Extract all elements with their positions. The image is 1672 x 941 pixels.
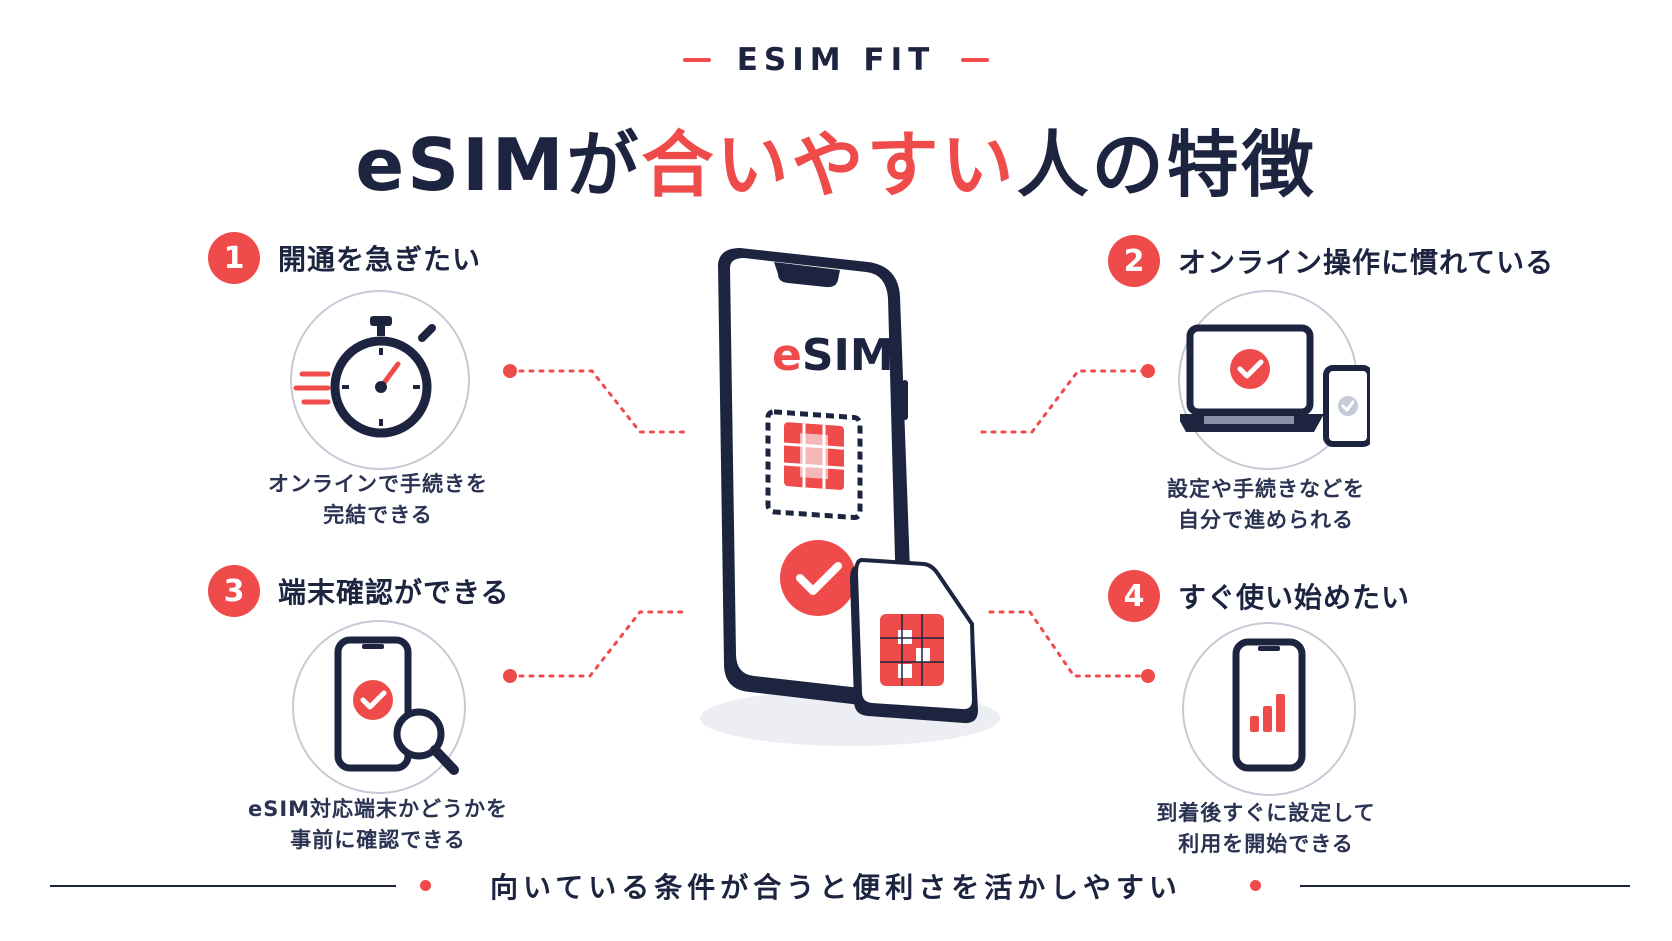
feature-1-caption-line1: オンラインで手続きを [268, 472, 488, 496]
connector-1-dot [503, 364, 517, 378]
feature-4-caption-line2: 利用を開始できる [1178, 832, 1354, 856]
feature-4-caption: 到着後すぐに設定して 利用を開始できる [1116, 798, 1416, 860]
feature-2-caption-line1: 設定や手続きなどを [1167, 477, 1365, 501]
phone-magnifier-icon [334, 636, 459, 775]
feature-4-heading: 4 すぐ使い始めたい [1108, 570, 1410, 622]
connector-3-dot [503, 669, 517, 683]
feature-2-heading: 2 オンライン操作に慣れている [1108, 235, 1554, 287]
feature-1-title: 開通を急ぎたい [278, 243, 482, 276]
feature-3-title: 端末確認ができる [278, 576, 510, 609]
brand-name: ESIM FIT [736, 42, 936, 78]
feature-2-caption-line2: 自分で進められる [1178, 508, 1354, 532]
phone-label-e: e [772, 330, 802, 381]
connector-4 [988, 610, 1144, 678]
page-title: eSIMが合いやすい人の特徴 [0, 108, 1672, 208]
connector-4-dot [1141, 669, 1155, 683]
connector-2-dot [1141, 364, 1155, 378]
check-circle-icon [780, 540, 856, 616]
feature-1-caption-line2: 完結できる [323, 503, 433, 527]
feature-1-heading: 1 開通を急ぎたい [208, 232, 481, 284]
feature-2-caption: 設定や手続きなどを 自分で進められる [1116, 474, 1416, 536]
brand-header: ESIM FIT [0, 38, 1672, 82]
brand-dash-right [961, 58, 990, 62]
footer-line-left [50, 885, 396, 887]
feature-3-caption-line2: 事前に確認できる [290, 828, 466, 852]
feature-2-title: オンライン操作に慣れている [1178, 246, 1555, 279]
esim-chip-icon [784, 422, 844, 490]
physical-sim-card-icon [850, 557, 978, 724]
feature-3-heading: 3 端末確認ができる [208, 565, 509, 617]
center-phone-illustration: eSIM [690, 240, 1010, 780]
connector-1 [518, 369, 686, 434]
feature-3-caption-line1: eSIM対応端末かどうかを [247, 797, 509, 821]
feature-1-number: 1 [208, 232, 260, 284]
footer-text: 向いている条件が合うと便利さを活かしやすい [490, 871, 1182, 904]
feature-4-caption-line1: 到着後すぐに設定して [1156, 801, 1376, 825]
feature-2-icon-circle [1178, 290, 1370, 470]
footer-line-right [1300, 885, 1630, 887]
title-part1: eSIMが [355, 122, 642, 207]
feature-1-caption: オンラインで手続きを 完結できる [228, 469, 528, 531]
feature-1-icon-circle [290, 290, 470, 470]
phone-signal-icon [1232, 638, 1306, 772]
footer-dot-left [420, 880, 431, 891]
title-highlight: 合いやすい [641, 122, 1017, 207]
footer-dot-right [1250, 880, 1261, 891]
brand-dash-left [682, 58, 711, 62]
laptop-phone-check-icon [1180, 324, 1370, 447]
feature-3-caption: eSIM対応端末かどうかを 事前に確認できる [218, 794, 538, 856]
feature-4-icon-circle [1182, 622, 1356, 796]
feature-4-number: 4 [1108, 570, 1160, 622]
feature-3-number: 3 [208, 565, 260, 617]
feature-2-number: 2 [1108, 235, 1160, 287]
phone-label-sim: SIM [801, 330, 894, 381]
smartphone-icon [700, 248, 1000, 746]
connector-3 [518, 610, 686, 678]
stopwatch-icon [293, 316, 436, 438]
title-part2: 人の特徴 [1016, 122, 1317, 207]
feature-4-title: すぐ使い始めたい [1178, 581, 1411, 614]
phone-screen-label: eSIM [772, 330, 894, 381]
feature-3-icon-circle [292, 620, 466, 794]
